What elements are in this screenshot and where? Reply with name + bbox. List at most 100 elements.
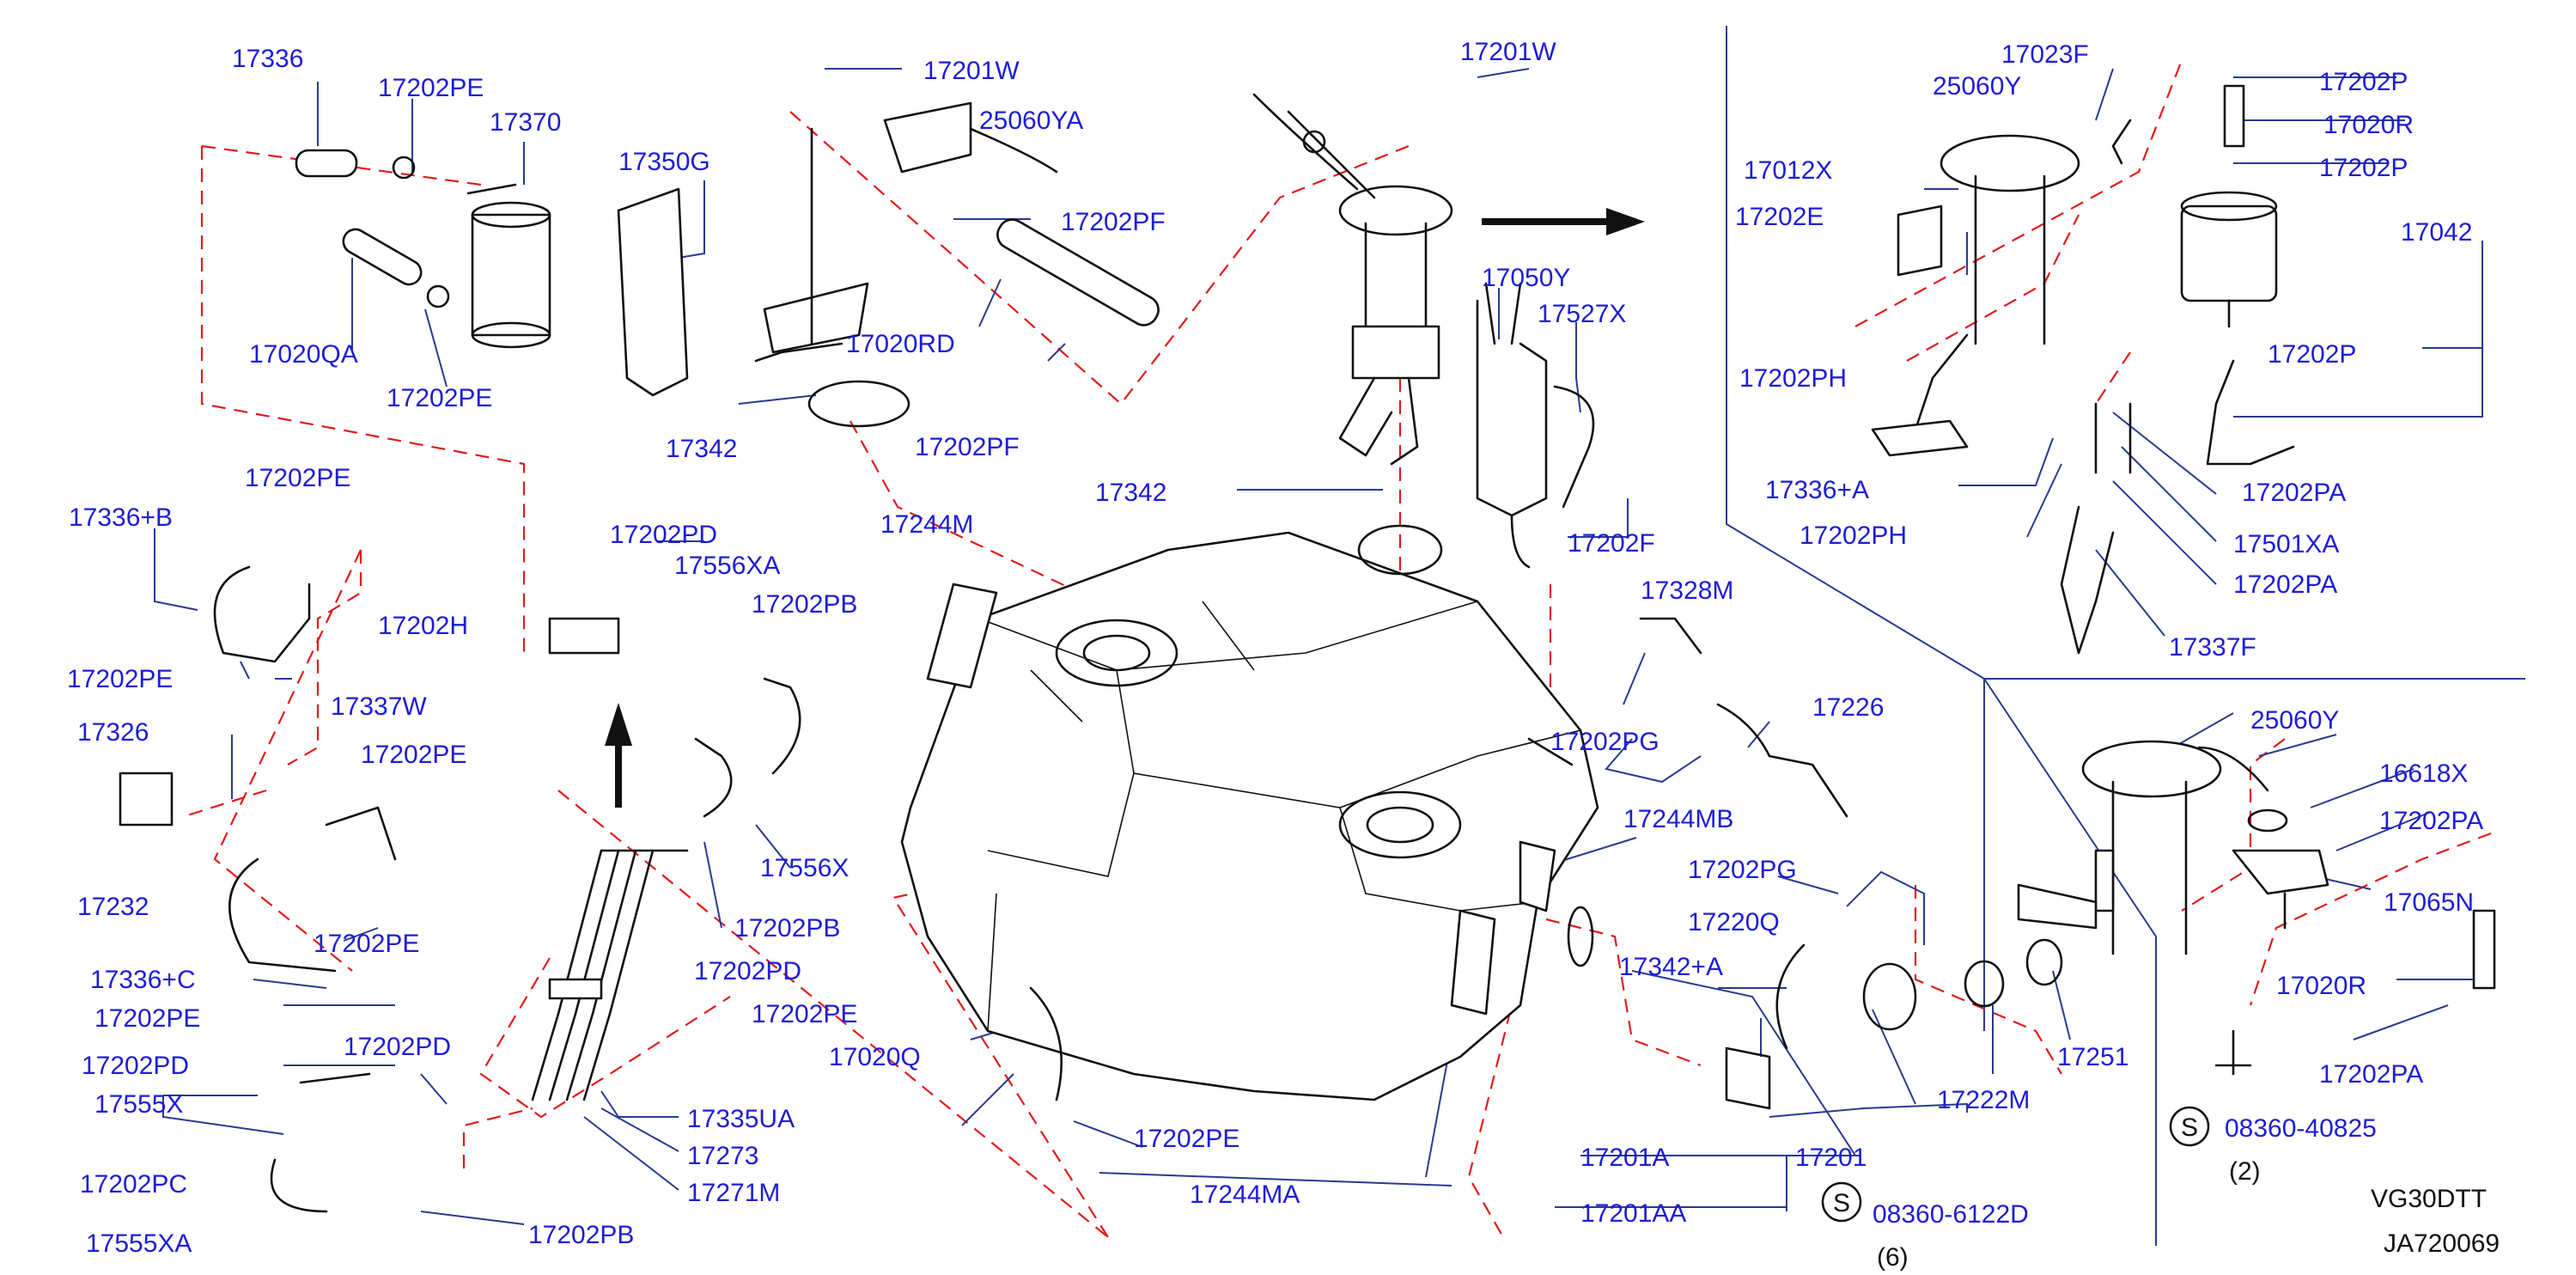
part-number-label: 17020R	[2323, 111, 2414, 139]
part-number-label: 17201AA	[1580, 1199, 1686, 1228]
part-number-label: 17201W	[923, 57, 1020, 85]
part-number-label: (6)	[1877, 1243, 1909, 1272]
fuel-pump-center	[1252, 93, 1595, 576]
part-number-label: 25060Y	[1933, 72, 2021, 101]
part-number-label: 17501XA	[2233, 530, 2339, 558]
engine-code: VG30DTT	[2371, 1185, 2487, 1213]
part-number-label: 17202P	[2319, 68, 2408, 96]
part-number-label: 17202PA	[2379, 807, 2483, 835]
part-number-label: 17555XA	[86, 1229, 192, 1258]
s-mark-circle	[2169, 1106, 2210, 1147]
fuel-lines-left	[119, 565, 2063, 1213]
part-number-label: 17342	[666, 435, 737, 463]
part-number-label: 17042	[2401, 218, 2472, 247]
part-number-label: 25060Y	[2250, 706, 2339, 735]
part-number-label: 17222M	[1937, 1086, 2030, 1114]
pump-group-upper-left	[295, 101, 1160, 428]
part-number-label: 17555X	[94, 1090, 183, 1119]
arrow-up-head-icon	[605, 703, 632, 746]
part-number-label: 17271M	[687, 1179, 780, 1207]
part-number-label: 17556XA	[674, 552, 780, 580]
s-mark-text: S	[1833, 1189, 1850, 1217]
part-number-label: 17050Y	[1482, 264, 1570, 292]
part-number-label: 17202PA	[2233, 570, 2337, 599]
part-number-label: 25060YA	[979, 107, 1083, 135]
part-number-label: 17202P	[2268, 340, 2356, 369]
part-number-label: 17202PB	[734, 914, 840, 943]
part-number-label: 17202PE	[361, 741, 466, 769]
part-number-label: 17020QA	[249, 340, 358, 369]
arrow-right-head-icon	[1606, 208, 1645, 235]
pump-group-lower-right	[2017, 740, 2496, 1076]
s-mark-text: S	[2181, 1113, 2198, 1142]
part-number-label: 17020RD	[846, 330, 955, 358]
part-number-label: (2)	[2229, 1157, 2261, 1186]
part-number-label: 17202PC	[80, 1170, 187, 1199]
part-number-label: 17342+A	[1619, 953, 1723, 981]
fuel-tank	[900, 531, 1599, 1101]
part-number-label: 17336	[232, 45, 303, 73]
part-number-label: 17244MA	[1190, 1180, 1300, 1209]
part-number-label: 17556X	[760, 854, 849, 882]
part-number-label: 17202F	[1568, 529, 1655, 558]
part-number-label: 17023F	[2001, 40, 2089, 69]
part-number-label: 17020Q	[829, 1043, 921, 1071]
part-number-label: 17012X	[1744, 156, 1832, 185]
part-number-label: 17527X	[1538, 300, 1626, 328]
part-number-label: 17201A	[1580, 1144, 1669, 1172]
leader-lines	[154, 68, 2483, 1225]
part-number-label: 17336+C	[90, 966, 196, 994]
part-number-label: 17202PH	[1739, 364, 1847, 393]
part-number-label: 17202PA	[2242, 479, 2346, 507]
part-number-label: 17202PE	[378, 74, 484, 102]
pump-group-right	[1871, 84, 2295, 655]
part-number-label: 17326	[77, 718, 149, 747]
part-number-label: 17202PD	[82, 1052, 189, 1080]
part-number-label: 17065N	[2384, 888, 2474, 917]
part-number-label: 17202PE	[752, 1000, 857, 1028]
part-number-label: 08360-6122D	[1873, 1200, 2029, 1229]
part-number-label: 17202PE	[387, 384, 492, 412]
part-labels: 1733617202PE1737017350G17020QA17202PE172…	[67, 38, 2483, 1272]
part-number-label: 17202PG	[1550, 728, 1659, 756]
part-number-label: 17202PE	[245, 464, 350, 492]
part-number-label: 17202P	[2319, 154, 2408, 182]
part-number-label: 17202PD	[694, 957, 801, 985]
part-number-label: 17350G	[618, 148, 710, 176]
part-number-label: 16618X	[2379, 760, 2468, 788]
part-number-label: 17202PD	[610, 521, 717, 549]
part-number-label: 17226	[1812, 693, 1884, 722]
part-number-label: 17342	[1095, 479, 1166, 507]
part-number-label: 17244MB	[1623, 805, 1733, 833]
part-number-label: 17202H	[378, 612, 468, 640]
part-number-label: 17337W	[331, 692, 427, 721]
part-number-label: 17202PF	[915, 433, 1020, 461]
part-number-label: 17232	[77, 893, 149, 921]
part-number-label: 17337F	[2169, 633, 2256, 662]
part-number-label: 17202PG	[1688, 856, 1797, 884]
part-number-label: 17202PE	[1134, 1125, 1239, 1153]
part-number-label: 17336+A	[1765, 476, 1869, 504]
part-number-label: 17251	[2057, 1043, 2128, 1071]
part-number-label: 08360-40825	[2225, 1114, 2377, 1143]
s-mark-circle	[1821, 1181, 1862, 1223]
part-number-label: 17020R	[2276, 972, 2366, 1000]
part-number-label: 17202PF	[1061, 208, 1166, 236]
part-number-label: 17201	[1795, 1144, 1867, 1172]
part-number-label: 17273	[687, 1142, 758, 1170]
part-number-label: 17202PB	[752, 590, 857, 619]
part-number-label: 17335UA	[687, 1105, 795, 1133]
part-number-label: 17244M	[880, 510, 973, 539]
part-number-label: 17201W	[1460, 38, 1556, 66]
part-number-label: 17202PH	[1800, 522, 1907, 550]
part-number-label: 17328M	[1641, 576, 1733, 605]
section-dividers	[1726, 26, 2525, 1246]
part-number-label: 17220Q	[1688, 908, 1780, 936]
part-number-label: 17202PD	[344, 1033, 451, 1061]
part-number-label: 17202PE	[314, 930, 419, 958]
diagram-code: VG30DTT JA720069	[2371, 1185, 2500, 1258]
illustration-number: JA720069	[2384, 1229, 2500, 1258]
part-number-label: 17370	[490, 108, 561, 137]
